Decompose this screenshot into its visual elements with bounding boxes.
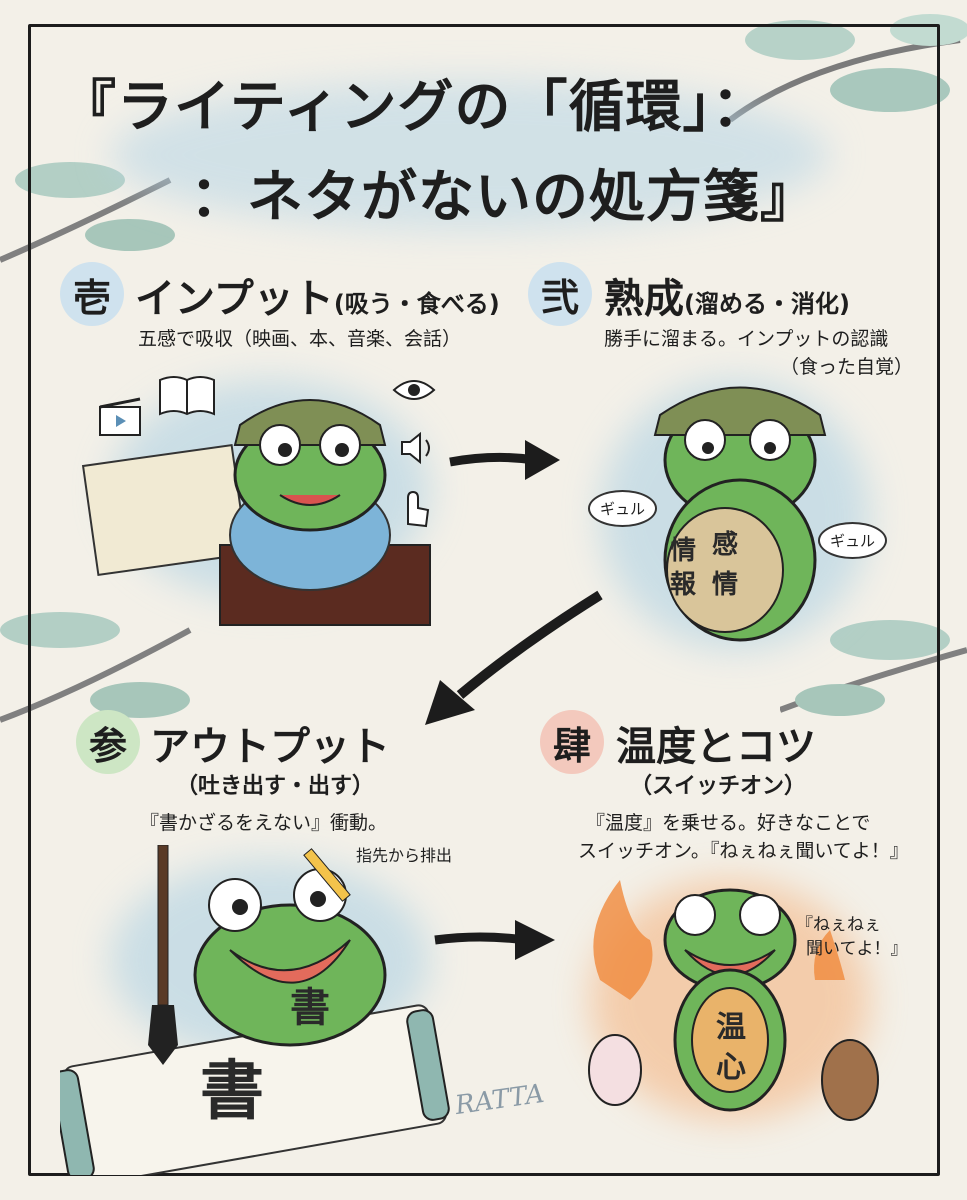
heading-output: アウトプット — [150, 724, 390, 770]
desc-output: 『書かざるをえない』衝動。 — [140, 812, 388, 834]
speaker-icon — [401, 431, 430, 465]
chest-write-char: 書 — [290, 985, 330, 1031]
desc-temperature-2: スイッチオン。『ねぇねぇ聞いてよ！』 — [578, 840, 909, 862]
arrow-output-to-temperature — [434, 920, 555, 960]
belly-info-2: 報 — [670, 570, 697, 600]
touch-hand-icon — [407, 490, 430, 528]
title-wash — [110, 80, 830, 230]
badge-ichi: 壱 — [60, 262, 124, 326]
desc-mature-1: 勝手に溜まる。インプットの認識 — [604, 328, 889, 350]
gurgle-bubble-right: ギュル — [818, 522, 888, 559]
heart-char-heart: 心 — [716, 1050, 746, 1085]
book-icon — [159, 376, 215, 416]
note-output: 指先から排出 — [356, 846, 453, 865]
badge-ni: 弐 — [528, 262, 592, 326]
speech-line-2: 聞いてよ！』 — [806, 939, 908, 959]
heading-mature-sub: (溜める・消化) — [684, 290, 850, 318]
arrow-input-to-mature — [449, 440, 560, 480]
heading-temperature: 温度とコツ — [616, 724, 816, 770]
temperature-frog-illustration — [588, 880, 879, 1121]
badge-shi: 肆 — [540, 710, 604, 774]
pine-branch-right-middle — [780, 620, 967, 716]
heading-mature-main: 熟成 — [604, 276, 684, 322]
heading-input-sub: (吸う・食べる) — [333, 290, 500, 318]
output-frog-illustration — [60, 845, 450, 1175]
scroll-write-char: 書 — [200, 1055, 264, 1129]
arrow-mature-to-output — [425, 590, 603, 725]
belly-emotion-1: 感 — [712, 530, 739, 560]
desc-mature-2: （食った自覚） — [780, 356, 914, 378]
gurgle-bubble-left: ギュル — [588, 490, 658, 527]
heading-temperature-sub: （スイッチオン） — [630, 774, 807, 799]
eye-icon — [392, 380, 436, 400]
title-line-2: ：ネタがないの処方箋』 — [190, 165, 817, 230]
input-frog-illustration — [81, 399, 431, 626]
movie-clapper-icon — [99, 397, 141, 436]
desc-input: 五感で吸収（映画、本、音楽、会話） — [138, 328, 462, 350]
border-frame — [28, 24, 940, 1176]
belly-emotion-2: 情 — [712, 570, 739, 600]
heading-input: インプット(吸う・食べる) — [135, 266, 500, 324]
title-line-1: 『ライティングの「循環」： — [60, 75, 769, 140]
pine-branch-left-top — [0, 162, 175, 263]
heading-input-main: インプット — [135, 276, 334, 322]
heading-mature: 熟成(溜める・消化) — [604, 266, 850, 324]
desc-temperature-1: 『温度』を乗せる。好きなことで — [586, 812, 871, 834]
mature-frog-illustration — [653, 386, 827, 642]
heading-output-sub: （吐き出す・出す） — [176, 774, 375, 799]
badge-san: 参 — [76, 710, 140, 774]
belly-info-1: 情 — [670, 536, 697, 566]
speech-line-1: 『ねぇねぇ — [796, 915, 881, 935]
pine-branch-top-right — [728, 14, 967, 123]
heart-char-warm: 温 — [716, 1010, 746, 1045]
